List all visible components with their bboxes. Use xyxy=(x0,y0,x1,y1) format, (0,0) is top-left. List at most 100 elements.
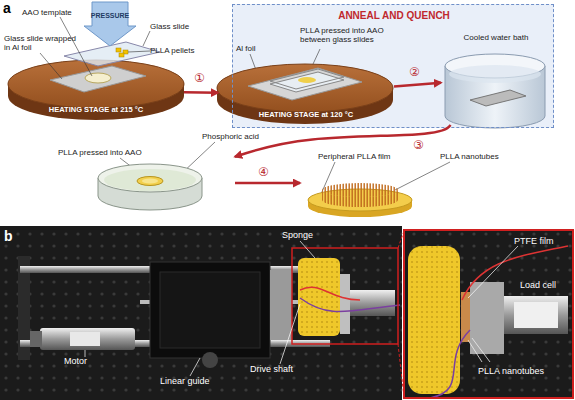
process-arrow xyxy=(235,182,300,185)
sponge xyxy=(298,258,340,336)
load-cell xyxy=(504,296,568,334)
part-label: Glass slide xyxy=(150,22,189,31)
heating-stage: HEATING STAGE at 215 °C xyxy=(8,60,184,122)
leader-line xyxy=(300,241,315,258)
part-label: AAO template xyxy=(22,8,72,17)
leader-line xyxy=(128,51,150,52)
inset-frame xyxy=(404,230,573,398)
plate xyxy=(470,282,504,354)
part-label: Glass slide wrapped in Al foil xyxy=(4,34,84,52)
heating-stage-top xyxy=(217,64,393,112)
step-number: ① xyxy=(194,72,205,86)
bracket xyxy=(270,270,292,340)
arrow-label: PRESSURE xyxy=(90,12,130,20)
nanotube-sample: Peripheral PLLA filmPLLA nanotubes xyxy=(300,150,515,216)
water-bath: Cooled water bath xyxy=(441,31,551,125)
nanotube-wire xyxy=(472,338,490,362)
node-title: HEATING STAGE at 120 °C xyxy=(218,111,394,120)
wire xyxy=(300,298,400,312)
node-title: Peripheral PLLA film xyxy=(318,152,418,161)
carriage-plate xyxy=(160,272,260,348)
zoom-frame xyxy=(292,248,398,344)
part-label: Drive shaft xyxy=(250,364,293,374)
plate xyxy=(340,274,350,334)
leader-line xyxy=(40,53,62,79)
pressed-pla xyxy=(298,77,316,83)
node-title: ANNEAL AND QUENCH xyxy=(233,10,555,22)
al-foil xyxy=(248,68,362,100)
leader-line xyxy=(60,17,92,76)
nanotubes xyxy=(322,183,398,197)
linear-guide xyxy=(150,262,270,358)
leader-lines xyxy=(40,17,450,201)
node-text: PLLA nanotubes xyxy=(440,152,520,161)
glass-slide xyxy=(470,90,526,106)
foil-slide xyxy=(50,66,146,92)
wire xyxy=(462,246,568,300)
leader-line xyxy=(190,358,200,376)
part-label: PLLA nanotubes xyxy=(478,366,544,376)
node-title: PLLA pressed into AAO xyxy=(58,148,168,157)
process-group: ANNEAL AND QUENCHHEATING STAGE at 120 °C… xyxy=(232,4,554,128)
motor-sticker xyxy=(70,332,100,346)
leader-line xyxy=(143,31,150,46)
knob xyxy=(202,352,218,368)
process-arrow xyxy=(394,83,441,87)
acid-bath: PLLA pressed into AAOPhosphoric acid xyxy=(70,146,235,220)
breadboard xyxy=(0,226,402,400)
leader-line xyxy=(85,350,86,357)
pellet xyxy=(116,48,121,52)
load-cell xyxy=(350,290,395,316)
glass-slide xyxy=(270,72,344,92)
part-label: Al foil xyxy=(236,44,256,53)
water-surface xyxy=(449,65,541,83)
pellet xyxy=(119,53,124,57)
motor-cap xyxy=(30,331,42,347)
part-label: Load cell xyxy=(520,280,556,290)
step-number: ③ xyxy=(413,139,424,153)
heating-stage-top xyxy=(8,60,184,108)
leader-line xyxy=(468,246,518,298)
part-label: PLLA pellets xyxy=(150,46,194,55)
wire xyxy=(300,287,360,300)
nanotubes xyxy=(322,190,398,207)
panel-letter: b xyxy=(4,228,13,244)
node-title: HEATING STAGE at 215 °C xyxy=(8,106,184,115)
inset-background xyxy=(404,230,573,398)
node-title: Cooled water bath xyxy=(441,33,551,42)
leader-lines xyxy=(85,241,518,376)
part-label: PTFE film xyxy=(514,236,554,246)
acid-liquid xyxy=(104,169,196,191)
panel-letter: a xyxy=(3,0,11,16)
dish-top xyxy=(98,164,202,192)
part-label: Sponge xyxy=(282,230,313,240)
load-cell-sticker xyxy=(514,302,558,328)
glass-slide xyxy=(64,42,160,66)
pressure-arrow xyxy=(84,2,136,46)
part-label: PLLA pressed into AAO between glass slid… xyxy=(300,26,400,44)
step-number: ④ xyxy=(258,166,269,180)
aao-template xyxy=(85,73,111,83)
process-arrow xyxy=(235,125,451,157)
aao-sample xyxy=(137,177,163,186)
heating-stage: HEATING STAGE at 120 °C xyxy=(218,65,394,123)
wire xyxy=(430,330,470,398)
nanotube-wire xyxy=(468,340,482,362)
leader-line xyxy=(280,304,300,364)
part-label: Motor xyxy=(64,356,87,366)
water-bath-body xyxy=(445,66,545,128)
aao-sample-center xyxy=(142,179,158,184)
part-label: Linear guide xyxy=(160,376,210,386)
node-text: Phosphoric acid xyxy=(202,132,282,141)
step-number: ② xyxy=(409,66,420,80)
leader-line xyxy=(395,162,450,190)
motor xyxy=(40,328,135,350)
process-arrow xyxy=(184,91,218,94)
sponge xyxy=(408,246,460,394)
glass-slide xyxy=(270,69,344,89)
